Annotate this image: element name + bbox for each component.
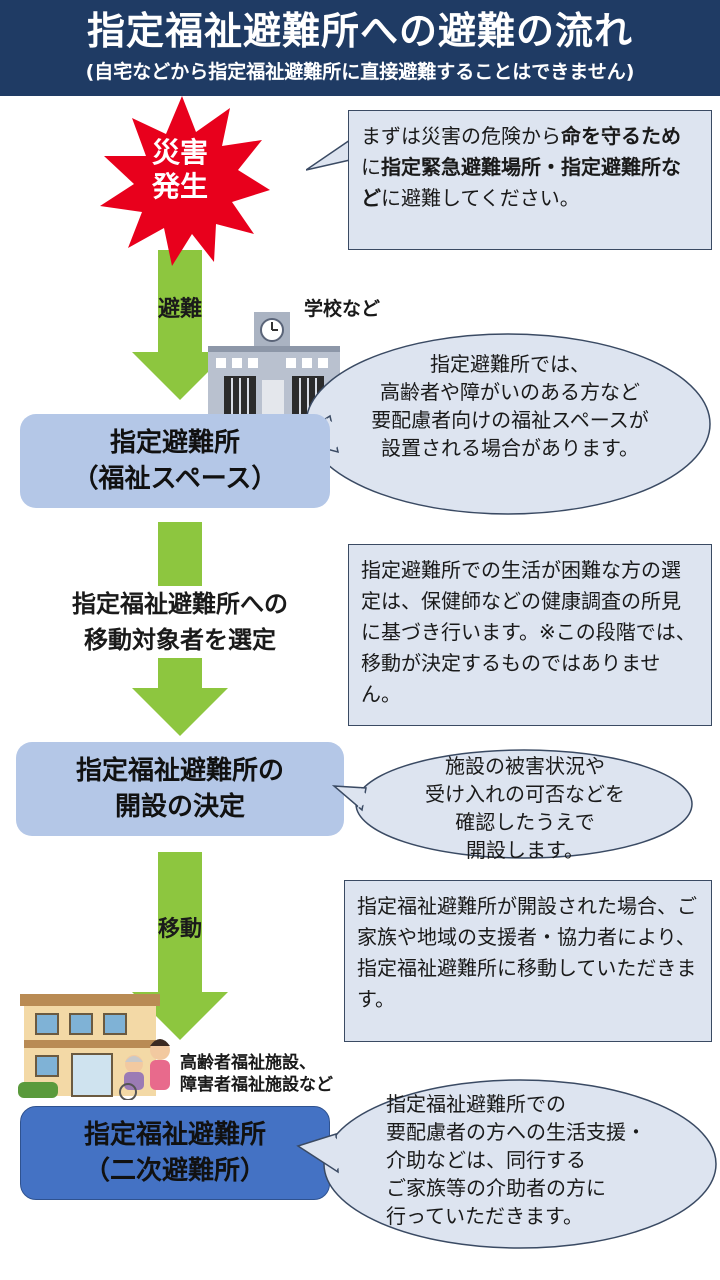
bubble1-line: 設置される場合があります。 — [381, 436, 639, 460]
note-evacuate-first: まずは災害の危険から命を守るために指定緊急避難場所・指定避難所などに避難してくだ… — [348, 110, 712, 250]
step3-title: 指定福祉避難所 — [83, 1120, 266, 1150]
note1-text1: まずは災害の危険から — [361, 124, 561, 148]
step2-title: 指定福祉避難所の — [75, 756, 284, 786]
page-subtitle: (自宅などから指定福祉避難所に直接避難することはできません) — [85, 61, 635, 83]
step-designated-shelter: 指定避難所 （福祉スペース） — [20, 414, 330, 508]
bubble3-line: 行っていただきます。 — [386, 1204, 583, 1228]
note1-pointer — [306, 138, 352, 171]
bubble3-line: 介助などは、同行する — [386, 1148, 586, 1172]
bubble-support-text: 指定福祉避難所での 要配慮者の方への生活支援・ 介助などは、同行する ご家族等の… — [386, 1090, 706, 1230]
school-label: 学校など — [304, 298, 381, 320]
note1-text2: に — [361, 155, 381, 179]
bubble2-line: 受け入れの可否などを — [425, 782, 625, 806]
bubble1-line: 要配慮者向けの福祉スペースが — [371, 408, 649, 432]
step-secondary-shelter: 指定福祉避難所 （二次避難所） — [20, 1106, 330, 1200]
note-move: 指定福祉避難所が開設された場合、ご家族や地域の支援者・協力者により、指定福祉避難… — [344, 880, 712, 1042]
bubble-open-check — [332, 749, 693, 859]
disaster-label-line2: 発生 — [151, 170, 208, 203]
facility-label-line2: 障害者福祉施設など — [180, 1075, 333, 1095]
note-selection: 指定避難所での生活が困難な方の選定は、保健師などの健康調査の所見に基づき行います… — [348, 544, 712, 726]
bubble1-line: 高齢者や障がいのある方など — [380, 380, 640, 404]
note1-bold2: 指定緊急避難場所・指定避難所など — [361, 155, 681, 210]
page-title: 指定福祉避難所への避難の流れ — [86, 9, 633, 53]
select-label-line1: 指定福祉避難所への — [72, 590, 288, 618]
bubble2-line: 施設の被害状況や — [445, 754, 605, 778]
arrow-move-label: 移動 — [157, 917, 202, 942]
step-open-decision: 指定福祉避難所の 開設の決定 — [16, 742, 344, 836]
bubble1-line: 指定避難所では、 — [430, 352, 590, 376]
select-transfer-label: 指定福祉避難所への 移動対象者を選定 — [30, 586, 330, 658]
step1-subtitle: （福祉スペース） — [72, 464, 278, 494]
bubble3-line: ご家族等の介助者の方に — [386, 1176, 606, 1200]
bubble2-line: 開設します。 — [466, 838, 584, 862]
page-header: 指定福祉避難所への避難の流れ (自宅などから指定福祉避難所に直接避難することはで… — [0, 0, 720, 96]
disaster-burst-icon — [100, 96, 270, 266]
bubble-welfare-space-text: 指定避難所では、 高齢者や障がいのある方など 要配慮者向けの福祉スペースが 設置… — [330, 350, 690, 462]
bubble3-line: 指定福祉避難所での — [386, 1092, 566, 1116]
disaster-label-line1: 災害 — [151, 136, 208, 169]
bubble-open-check-text: 施設の被害状況や 受け入れの可否などを 確認したうえで 開設します。 — [380, 752, 670, 864]
bubble-support — [296, 1079, 717, 1249]
select-label-line2: 移動対象者を選定 — [84, 626, 276, 654]
bubble2-line: 確認したうえで — [455, 810, 595, 834]
arrow-evacuate-label: 避難 — [157, 297, 202, 322]
step2-subtitle: 開設の決定 — [114, 792, 245, 822]
step1-title: 指定避難所 — [109, 428, 240, 458]
arrow-move — [132, 852, 228, 1040]
note1-bold1: 命を守るため — [561, 124, 681, 148]
facility-label: 高齢者福祉施設、 障害者福祉施設など — [180, 1052, 333, 1096]
bubble3-line: 要配慮者の方への生活支援・ — [386, 1120, 646, 1144]
arrow-evacuate — [132, 250, 228, 400]
facility-label-line1: 高齢者福祉施設、 — [180, 1053, 316, 1073]
note1-text3: に避難してください。 — [381, 186, 580, 210]
welfare-facility-icon — [18, 994, 170, 1100]
step3-subtitle: （二次避難所） — [83, 1156, 266, 1186]
disaster-label: 災害 発生 — [130, 136, 230, 204]
